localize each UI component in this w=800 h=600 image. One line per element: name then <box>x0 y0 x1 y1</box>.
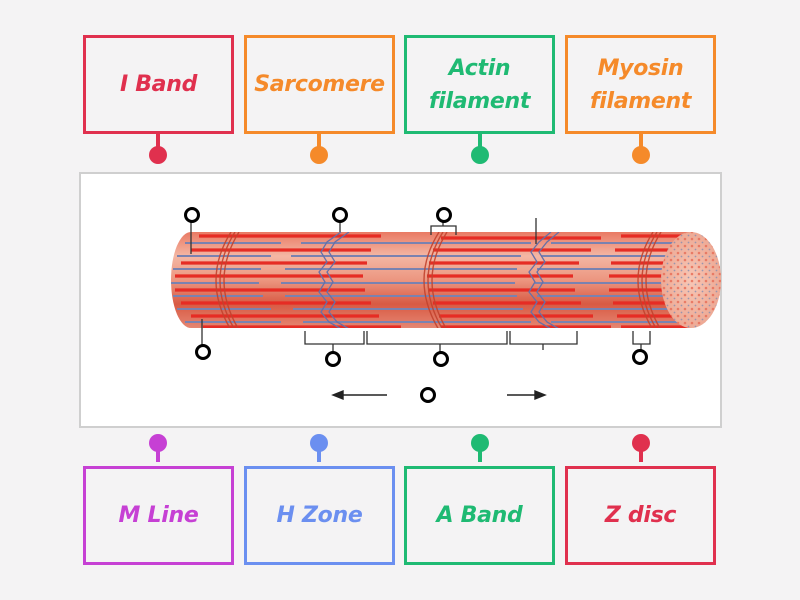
label-pin-myosin-filament <box>631 134 651 166</box>
label-card-actin-filament[interactable]: Actin filament <box>404 35 555 134</box>
myofibril-diagram <box>79 172 722 428</box>
pin-stem <box>317 448 321 462</box>
hotspot-bottom-right-small[interactable] <box>632 349 648 365</box>
label-pin-actin-filament <box>470 134 490 166</box>
label-pin-z-disc <box>631 434 651 466</box>
label-line-2: filament <box>589 88 692 114</box>
label-card-z-disc[interactable]: Z disc <box>565 466 716 565</box>
hotspot-top-left[interactable] <box>184 207 200 223</box>
label-text: Z disc <box>604 503 677 528</box>
label-text: Sarcomere <box>254 72 385 97</box>
label-card-m-line[interactable]: M Line <box>83 466 234 565</box>
label-text: Actin filament <box>429 52 530 118</box>
label-pin-m-line <box>148 434 168 466</box>
hotspot-bottom-i-band[interactable] <box>325 351 341 367</box>
pin-stem <box>639 134 643 148</box>
label-line-1: Actin <box>448 55 511 81</box>
label-text: I Band <box>119 72 198 97</box>
hotspot-sarcomere-arrow[interactable] <box>420 387 436 403</box>
pin-stem <box>317 134 321 148</box>
label-text: A Band <box>436 503 523 528</box>
label-text: H Zone <box>276 503 363 528</box>
label-card-myosin-filament[interactable]: Myosin filament <box>565 35 716 134</box>
pin-stem <box>639 448 643 462</box>
label-card-sarcomere[interactable]: Sarcomere <box>244 35 395 134</box>
label-pin-sarcomere <box>309 134 329 166</box>
myofibril-illustration <box>171 218 721 401</box>
pin-dot-icon <box>149 434 167 452</box>
label-pin-h-zone <box>309 434 329 466</box>
pin-dot-icon <box>632 434 650 452</box>
label-text: M Line <box>118 503 199 528</box>
pin-stem <box>156 134 160 148</box>
hotspot-top-m-line-left[interactable] <box>332 207 348 223</box>
pin-stem <box>156 448 160 462</box>
label-pin-i-band <box>148 134 168 166</box>
label-pin-a-band <box>470 434 490 466</box>
hotspot-top-z-disc[interactable] <box>436 207 452 223</box>
pin-dot-icon <box>471 146 489 164</box>
pin-dot-icon <box>149 146 167 164</box>
pin-stem <box>478 134 482 148</box>
pin-dot-icon <box>310 146 328 164</box>
pin-dot-icon <box>471 434 489 452</box>
pin-stem <box>478 448 482 462</box>
label-card-h-zone[interactable]: H Zone <box>244 466 395 565</box>
pin-dot-icon <box>632 146 650 164</box>
pin-dot-icon <box>310 434 328 452</box>
label-card-a-band[interactable]: A Band <box>404 466 555 565</box>
label-line-1: Myosin <box>597 55 684 81</box>
hotspot-bottom-a-band[interactable] <box>433 351 449 367</box>
label-line-2: filament <box>428 88 531 114</box>
label-text: Myosin filament <box>590 52 691 118</box>
hotspot-bottom-left[interactable] <box>195 344 211 360</box>
label-card-i-band[interactable]: I Band <box>83 35 234 134</box>
